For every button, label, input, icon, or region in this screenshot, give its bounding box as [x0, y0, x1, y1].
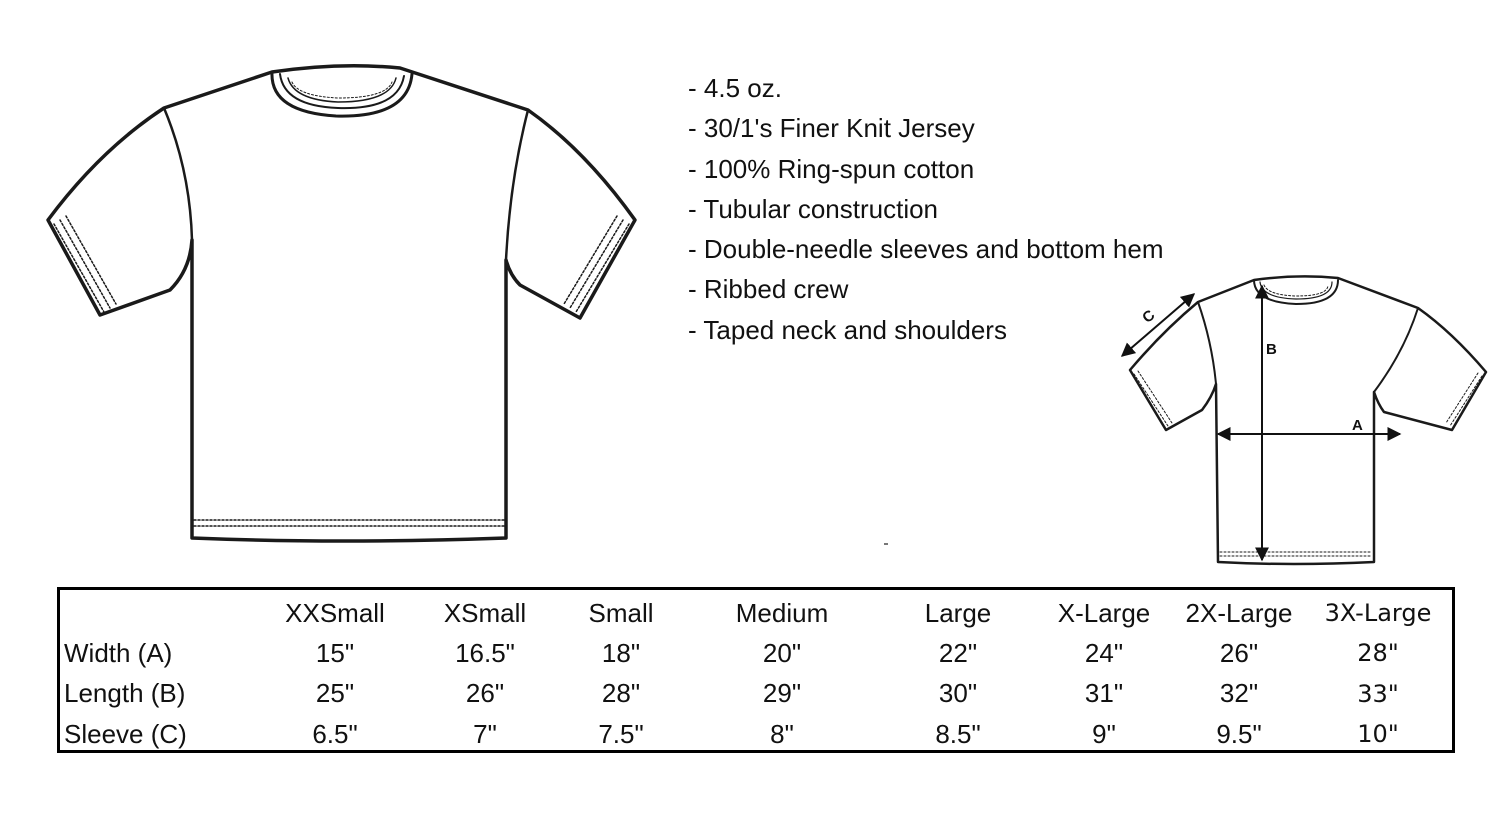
- column-header: Large: [924, 597, 992, 628]
- table-cell: 32": [1219, 678, 1259, 709]
- table-row: Length (B) 25" 26" 28" 29" 30" 31" 32" 3…: [60, 674, 1452, 714]
- feature-item: - Ribbed crew: [688, 274, 849, 305]
- column-header: X-Large: [1057, 597, 1151, 628]
- table-cell: 26": [1219, 637, 1259, 668]
- table-cell: 25": [315, 678, 355, 709]
- feature-item: - 30/1's Finer Knit Jersey: [688, 113, 975, 144]
- table-cell: 9.5": [1216, 718, 1262, 749]
- table-cell: 30": [938, 678, 978, 709]
- row-label: Length (B): [64, 678, 186, 709]
- feature-item: - Taped neck and shoulders: [688, 314, 1007, 345]
- table-cell: 9": [1092, 718, 1116, 749]
- row-label: Width (A): [64, 637, 173, 668]
- size-chart: XXSmall XSmall Small Medium Large X-Larg…: [57, 587, 1455, 753]
- label-b: B: [1266, 341, 1277, 358]
- table-cell: 10": [1357, 720, 1399, 749]
- column-header: 2X-Large: [1185, 597, 1293, 628]
- table-cell: 24": [1084, 637, 1124, 668]
- table-cell: 31": [1084, 678, 1124, 709]
- column-header: 3X-Large: [1324, 599, 1432, 628]
- column-header: XSmall: [443, 597, 527, 628]
- tshirt-front-illustration: [46, 64, 637, 543]
- table-cell: 8.5": [935, 718, 981, 749]
- table-cell: 7": [473, 718, 497, 749]
- table-cell: 22": [938, 637, 978, 668]
- table-cell: 28": [1357, 639, 1399, 668]
- table-cell: 33": [1357, 679, 1399, 708]
- table-cell: 26": [465, 678, 505, 709]
- table-cell: 28": [601, 678, 641, 709]
- size-table: XXSmall XSmall Small Medium Large X-Larg…: [60, 593, 1452, 754]
- column-header: Small: [588, 597, 654, 628]
- table-cell: 7.5": [598, 718, 644, 749]
- table-cell: 6.5": [312, 718, 358, 749]
- table-row: Width (A) 15" 16.5" 18" 20" 22" 24" 26" …: [60, 633, 1452, 673]
- feature-item: - 100% Ring-spun cotton: [688, 153, 975, 184]
- feature-item: - Tubular construction: [688, 193, 939, 224]
- feature-item: - Double-needle sleeves and bottom hem: [688, 234, 1164, 265]
- feature-list: - 4.5 oz. - 30/1's Finer Knit Jersey - 1…: [688, 68, 1164, 350]
- table-cell: 8": [770, 718, 794, 749]
- table-cell: 15": [315, 637, 355, 668]
- measurement-diagram: B A C: [1120, 275, 1488, 566]
- column-header: XXSmall: [285, 597, 385, 628]
- label-a: A: [1352, 417, 1363, 434]
- table-cell: 18": [601, 637, 641, 668]
- stray-mark: [884, 543, 888, 545]
- table-cell: 16.5": [455, 637, 515, 668]
- column-header: Medium: [735, 597, 829, 628]
- label-c: C: [1139, 307, 1158, 327]
- feature-item: - 4.5 oz.: [688, 73, 782, 103]
- header-blank: [60, 593, 260, 633]
- table-header-row: XXSmall XSmall Small Medium Large X-Larg…: [60, 593, 1452, 633]
- row-label: Sleeve (C): [64, 718, 187, 749]
- table-cell: 29": [762, 678, 802, 709]
- table-cell: 20": [762, 637, 802, 668]
- table-row: Sleeve (C) 6.5" 7" 7.5" 8" 8.5" 9" 9.5" …: [60, 714, 1452, 754]
